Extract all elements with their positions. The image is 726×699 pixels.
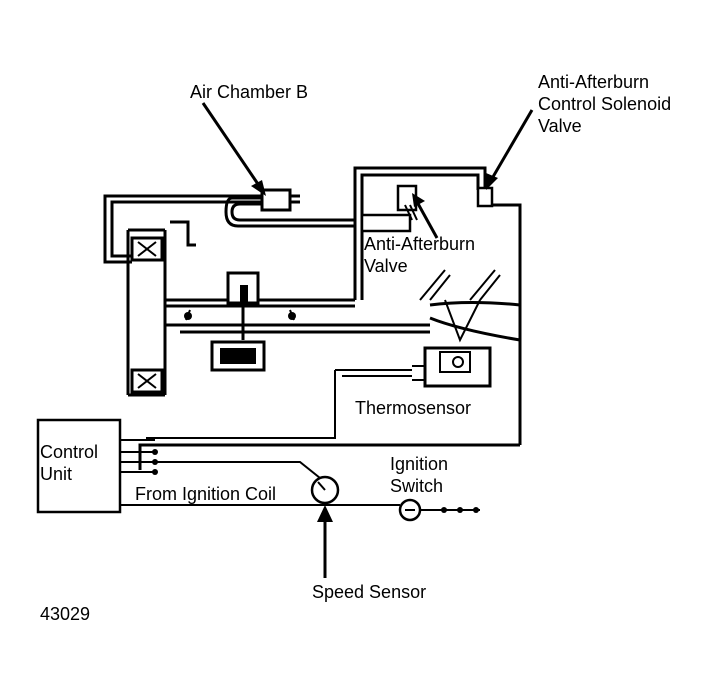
- figure-number: 43029: [40, 604, 90, 624]
- air-chamber-b: [260, 188, 292, 212]
- label-solenoid-line3: Valve: [538, 116, 582, 136]
- label-valve-line2: Valve: [364, 256, 408, 276]
- label-thermosensor: Thermosensor: [355, 398, 471, 418]
- throttle-body: [130, 220, 196, 394]
- label-speed-sensor: Speed Sensor: [312, 582, 426, 602]
- pointer-arrows: [201, 102, 534, 578]
- central-valve-unit: [184, 271, 296, 372]
- label-from-ignition-coil: From Ignition Coil: [135, 484, 276, 504]
- label-solenoid-line2: Control Solenoid: [538, 94, 671, 114]
- label-solenoid-line1: Anti-Afterburn: [538, 72, 649, 92]
- label-valve-line1: Anti-Afterburn: [364, 234, 475, 254]
- anti-afterburn-valve-body: [360, 184, 418, 233]
- control-unit-wires: [120, 439, 480, 513]
- label-control-line2: Unit: [40, 464, 72, 484]
- label-ignition-line2: Switch: [390, 476, 443, 496]
- label-air-chamber-b: Air Chamber B: [190, 82, 308, 102]
- engine-head: [412, 269, 521, 388]
- label-control-line1: Control: [40, 442, 98, 462]
- speed-sensor-gauge: [310, 475, 340, 505]
- control-unit-box: [36, 418, 122, 514]
- vacuum-piping: [103, 166, 522, 470]
- solenoid-valve-body: [476, 186, 494, 208]
- label-ignition-line1: Ignition: [390, 454, 448, 474]
- ignition-switch-symbol: [398, 498, 422, 522]
